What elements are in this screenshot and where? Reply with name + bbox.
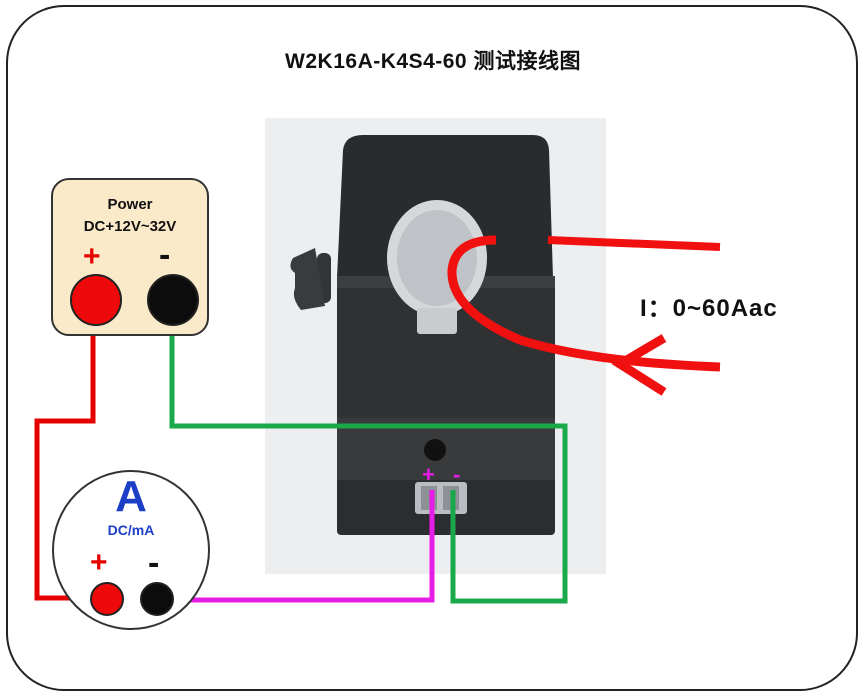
power-supply: Power DC+12V~32V + - xyxy=(51,178,209,336)
ammeter-symbol: A xyxy=(115,472,147,521)
power-minus-sign: - xyxy=(159,236,171,274)
power-plus-terminal xyxy=(70,274,122,326)
sensor-minus-sign: - xyxy=(453,462,460,487)
power-title: Power xyxy=(107,196,153,213)
ammeter-minus-terminal xyxy=(140,582,174,616)
red-wire xyxy=(34,336,96,601)
power-plus-sign: + xyxy=(83,240,101,273)
primary-conductor-in xyxy=(547,236,721,251)
ammeter-unit: DC/mA xyxy=(107,522,155,538)
diagram-title: W2K16A-K4S4-60 测试接线图 xyxy=(285,50,581,73)
ammeter-minus-sign: - xyxy=(148,544,160,582)
current-range-label: I：0~60Aac xyxy=(640,295,778,322)
ammeter-plus-terminal xyxy=(90,582,124,616)
green-wire xyxy=(169,336,568,604)
ammeter: A DC/mA + - xyxy=(52,470,210,630)
sensor-plus-sign: + xyxy=(422,462,435,487)
ammeter-plus-sign: + xyxy=(90,546,108,579)
current-arrow-head xyxy=(611,334,667,396)
power-voltage-range: DC+12V~32V xyxy=(83,218,177,235)
magenta-wire xyxy=(170,490,435,603)
power-minus-terminal xyxy=(147,274,199,326)
